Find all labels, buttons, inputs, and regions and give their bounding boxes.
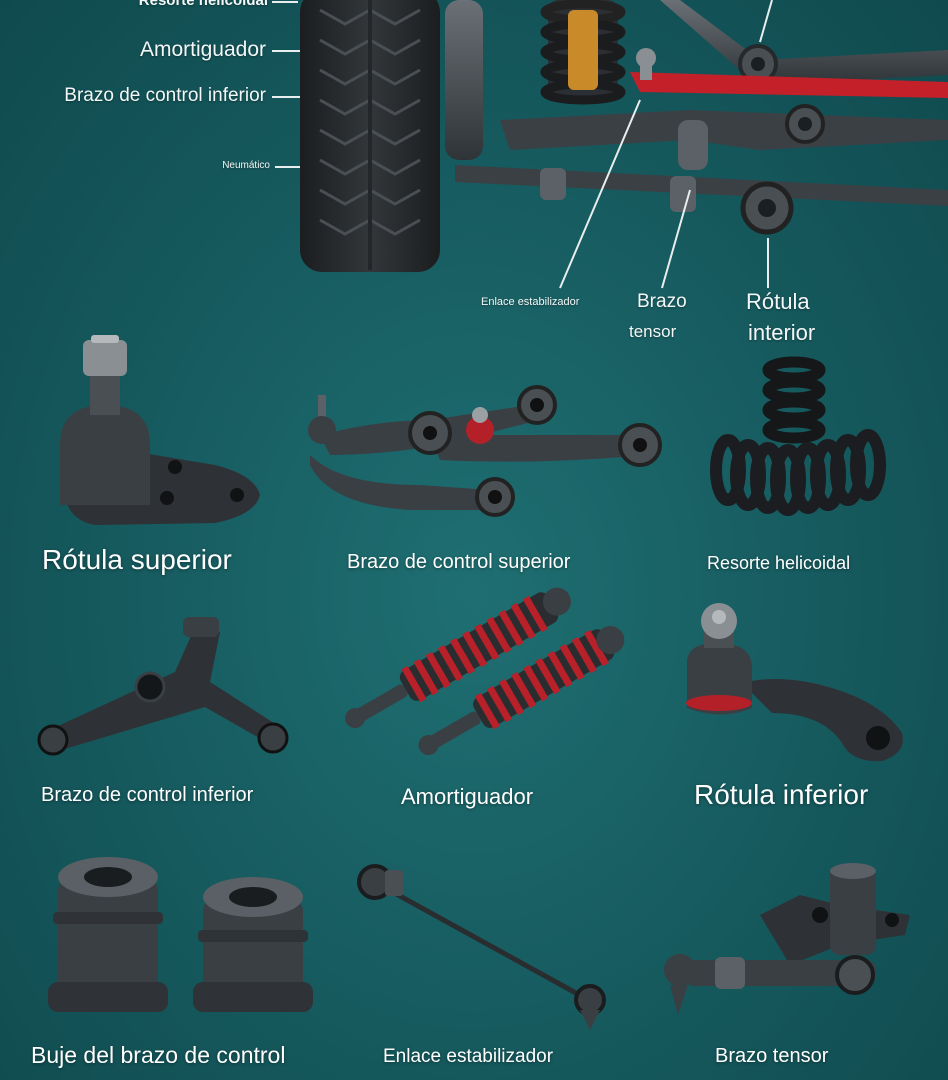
caption-coil-spring: Resorte helicoidal	[707, 553, 851, 573]
label-tension-arm-1: Brazo	[637, 291, 687, 312]
label-tire: Neumático	[222, 160, 270, 171]
caption-control-arm-bushing: Buje del brazo de control	[31, 1042, 286, 1068]
label-shock: Amortiguador	[139, 38, 266, 61]
leader-lower-arm	[272, 96, 300, 98]
upper-control-arm-illustration	[308, 385, 662, 517]
upper-ball-joint-illustration	[60, 335, 260, 525]
caption-shock-absorber: Amortiguador	[401, 784, 534, 809]
coil-spring-illustration	[710, 356, 886, 516]
caption-tension-arm: Brazo tensor	[715, 1045, 829, 1067]
shock-absorber-illustration	[345, 587, 625, 756]
caption-lower-control-arm: Brazo de control inferior	[41, 784, 254, 806]
label-lower-joint-1: Rótula	[746, 289, 810, 314]
leader-shock	[272, 50, 300, 52]
label-stabilizer-link: Enlace estabilizador	[481, 296, 580, 308]
control-arm-bushing-illustration	[48, 857, 313, 1012]
stabilizer-link-illustration	[357, 864, 606, 1030]
label-lower-arm: Brazo de control inferior	[64, 85, 266, 106]
caption-lower-ball-joint: Rótula inferior	[694, 779, 869, 810]
tire-illustration	[300, 0, 948, 289]
leader-tire	[275, 166, 300, 168]
caption-stabilizer-link: Enlace estabilizador	[383, 1046, 554, 1067]
caption-upper-control-arm: Brazo de control superior	[347, 551, 571, 573]
label-lower-joint-2: interior	[748, 320, 816, 345]
label-coil-spring: Resorte helicoidal	[138, 0, 268, 9]
tension-arm-illustration	[664, 863, 910, 1015]
label-tension-arm-2: tensor	[629, 322, 677, 341]
lower-control-arm-illustration	[37, 617, 289, 756]
caption-upper-ball-joint: Rótula superior	[42, 544, 232, 575]
lower-ball-joint-illustration	[686, 603, 903, 762]
leader-coil	[272, 1, 298, 3]
